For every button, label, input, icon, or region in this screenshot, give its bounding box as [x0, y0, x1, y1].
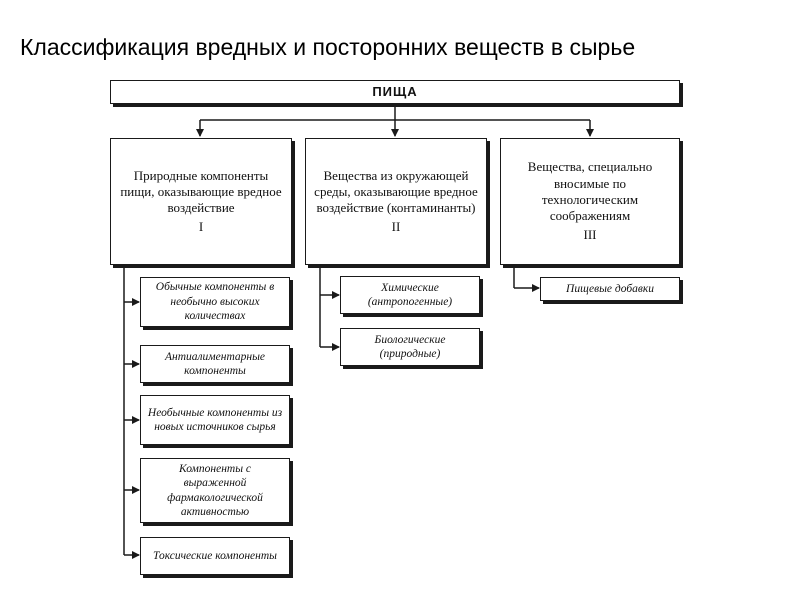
leaf-box-pharmacological: Компоненты с выраженной фармакологическо… [140, 458, 290, 523]
category-label: Вещества, специально вносимые по техноло… [527, 159, 653, 224]
leaf-box-antialimentary: Антиалиментарные компоненты [140, 345, 290, 383]
leaf-box-high-quantities: Обычные компоненты в необычно высоких ко… [140, 277, 290, 327]
leaf-box-food-additives: Пищевые добавки [540, 277, 680, 301]
leaf-box-chemical: Химические (антропогенные) [340, 276, 480, 314]
category-numeral: III [583, 227, 597, 243]
slide-title: Классификация вредных и посторонних веще… [20, 34, 636, 60]
category-box-natural: Природные компоненты пищи, оказывающие в… [110, 138, 292, 265]
category-box-technological: Вещества, специально вносимые по техноло… [500, 138, 680, 265]
category-numeral: I [198, 219, 204, 235]
leaf-box-new-sources: Необычные компоненты из новых источников… [140, 395, 290, 445]
category-box-environmental: Вещества из окружающей среды, оказывающи… [305, 138, 487, 265]
leaf-box-biological: Биологические (природные) [340, 328, 480, 366]
leaf-box-toxic: Токсические компоненты [140, 537, 290, 575]
category-label: Природные компоненты пищи, оказывающие в… [120, 167, 282, 216]
root-box-food: ПИЩА [110, 80, 680, 104]
category-numeral: II [391, 219, 401, 235]
category-label: Вещества из окружающей среды, оказывающи… [314, 167, 478, 216]
